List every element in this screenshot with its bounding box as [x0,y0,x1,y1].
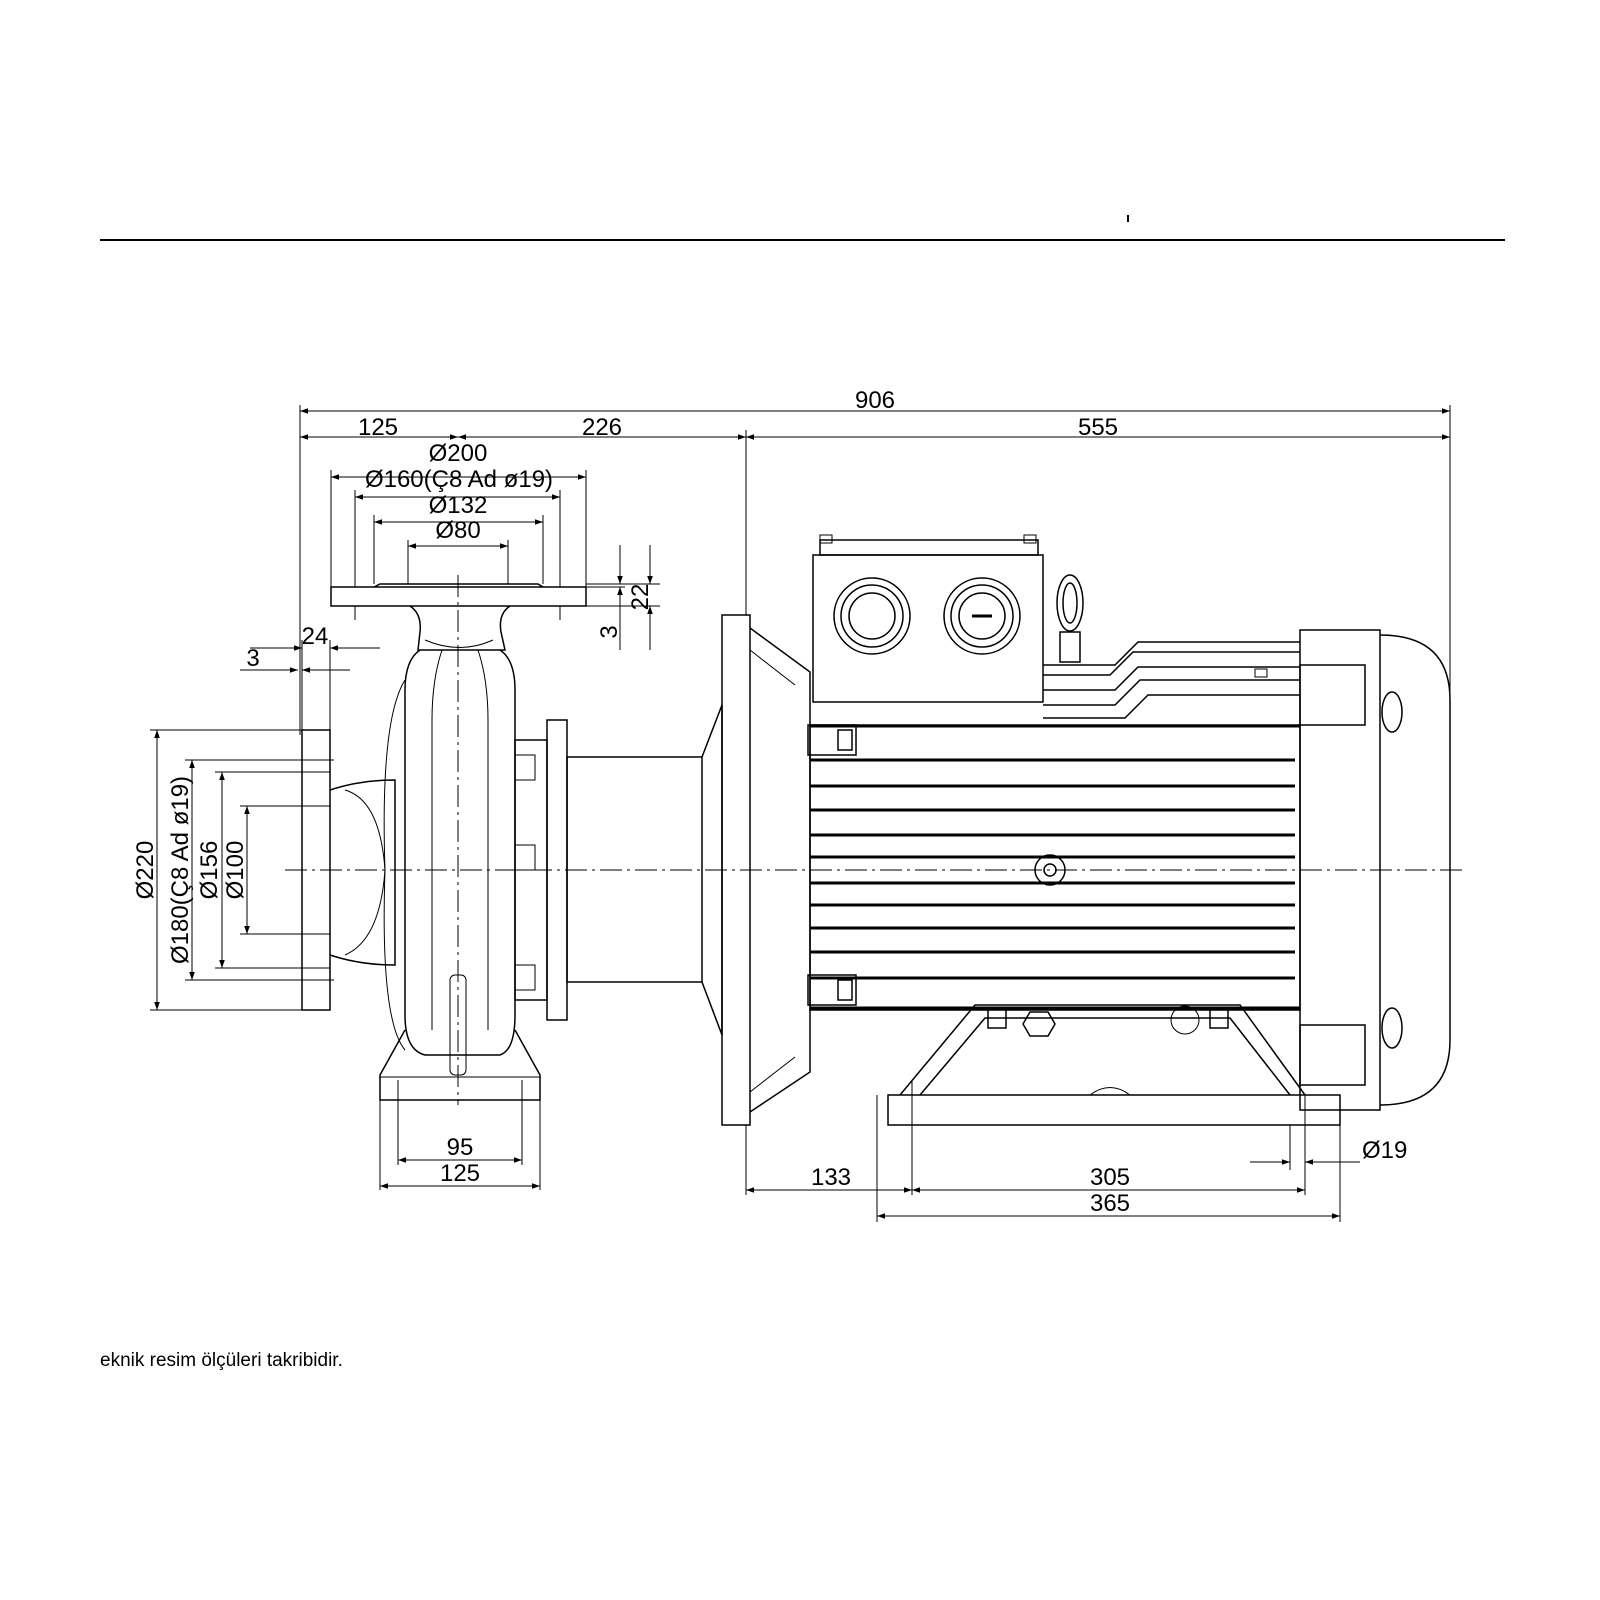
dimension-labels: 906 125 226 555 Ø200 Ø160(Ç8 Ad ø19) Ø13… [132,387,1407,1217]
dim-133: 133 [811,1164,851,1191]
centerlines [285,575,1465,1105]
motor-body [721,534,1451,1126]
footnote: eknik resim ölçüleri takribidir. [100,1350,343,1371]
dim-3-side: 3 [246,645,259,672]
dim-906: 906 [855,387,895,414]
dim-d180: Ø180(Ç8 Ad ø19) [167,776,194,964]
dim-125-foot: 125 [440,1160,480,1187]
dim-d80: Ø80 [435,517,480,544]
dim-d19: Ø19 [1362,1137,1407,1164]
dim-22: 22 [627,584,654,611]
dim-d200: Ø200 [429,440,488,467]
dim-d160: Ø160(Ç8 Ad ø19) [365,466,553,493]
dimension-lines [150,405,1451,1222]
cooling-fins [810,758,1295,980]
dim-305: 305 [1090,1164,1130,1191]
dim-d156: Ø156 [196,841,223,900]
dim-d100: Ø100 [222,841,249,900]
dim-555: 555 [1078,414,1118,441]
dim-d220: Ø220 [132,841,159,900]
dim-365: 365 [1090,1190,1130,1217]
dim-95: 95 [447,1134,474,1161]
dim-d132: Ø132 [429,492,488,519]
dim-3-top: 3 [596,625,623,638]
pump-body [298,583,723,1101]
dim-125-top: 125 [358,414,398,441]
dim-226: 226 [582,414,622,441]
dim-24: 24 [302,623,329,650]
